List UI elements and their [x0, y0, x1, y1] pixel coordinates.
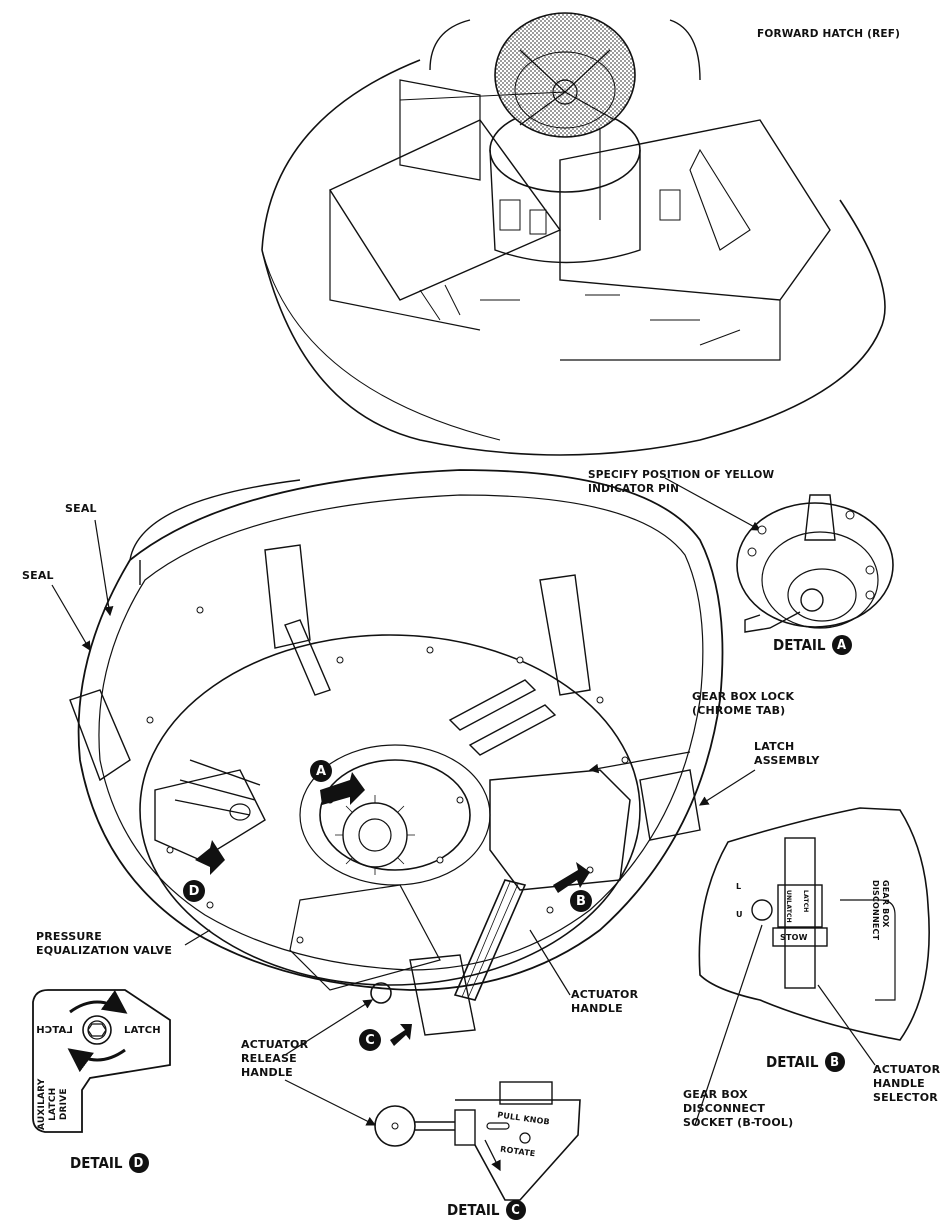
hatch-assembly-main-view	[69, 469, 724, 1036]
detail-b-gear-box-disconnect-text: GEAR BOX DISCONNECT	[871, 880, 890, 941]
actuator-handle-label: ACTUATOR HANDLE	[571, 988, 639, 1015]
detail-c-caption: DETAIL C	[447, 1200, 526, 1220]
arrow-b-icon	[553, 862, 590, 893]
seal-label-upper: SEAL	[65, 502, 97, 515]
forward-hatch-ref-label: FORWARD HATCH (REF)	[757, 28, 901, 40]
actuator-handle-selector-label: ACTUATOR HANDLE SELECTOR	[873, 1063, 941, 1104]
detail-d-drawing	[32, 989, 171, 1133]
detail-c-badge: C	[505, 1200, 526, 1220]
detail-a-drawing	[736, 494, 894, 633]
gear-box-lock-label: GEAR BOX LOCK (CHROME TAB)	[692, 690, 795, 717]
direction-arrows	[195, 772, 590, 1046]
detail-d-badge: D	[128, 1153, 149, 1173]
detail-b-unlatch-text: UNLATCH	[785, 890, 792, 923]
detail-a-badge: A	[831, 635, 852, 655]
detail-b-stow-text: STOW	[780, 933, 808, 942]
callout-a: A	[310, 760, 332, 782]
detail-a-word: DETAIL	[773, 636, 826, 654]
specify-position-label: SPECIFY POSITION OF YELLOW INDICATOR PIN	[588, 469, 775, 495]
spacecraft-reference-view	[261, 12, 886, 456]
leader-lines	[51, 477, 876, 1126]
detail-d-latch-left-text: LATCH	[36, 1025, 73, 1036]
detail-c-word: DETAIL	[447, 1201, 500, 1219]
latch-assembly-label: LATCH ASSEMBLY	[754, 740, 820, 767]
gear-box-disconnect-socket-label: GEAR BOX DISCONNECT SOCKET (B-TOOL)	[683, 1088, 794, 1129]
detail-b-l-mark: L	[736, 882, 742, 891]
callout-b: B	[570, 890, 592, 912]
detail-d-word: DETAIL	[70, 1154, 123, 1172]
detail-c-drawing	[374, 1081, 581, 1201]
detail-d-latch-right-text: LATCH	[124, 1025, 161, 1036]
detail-b-badge: B	[824, 1052, 845, 1072]
detail-b-drawing	[698, 807, 930, 1041]
detail-a-caption: DETAIL A	[773, 635, 852, 655]
callout-c: C	[359, 1029, 381, 1051]
detail-b-caption: DETAIL B	[766, 1052, 845, 1072]
arrow-c-icon	[390, 1024, 412, 1046]
pressure-equalization-valve-label: PRESSURE EQUALIZATION VALVE	[36, 930, 173, 957]
callout-d: D	[183, 880, 205, 902]
detail-b-latch-text: LATCH	[802, 890, 809, 913]
detail-d-auxilary-text: AUXILARY LATCH DRIVE	[37, 1078, 69, 1130]
detail-b-u-mark: U	[736, 910, 743, 919]
seal-label-lower: SEAL	[22, 569, 54, 582]
arrow-d-icon	[195, 840, 225, 875]
actuator-release-handle-label: ACTUATOR RELEASE HANDLE	[241, 1038, 309, 1079]
detail-d-caption: DETAIL D	[70, 1153, 149, 1173]
arrow-a-icon	[320, 772, 365, 805]
detail-b-word: DETAIL	[766, 1053, 819, 1071]
